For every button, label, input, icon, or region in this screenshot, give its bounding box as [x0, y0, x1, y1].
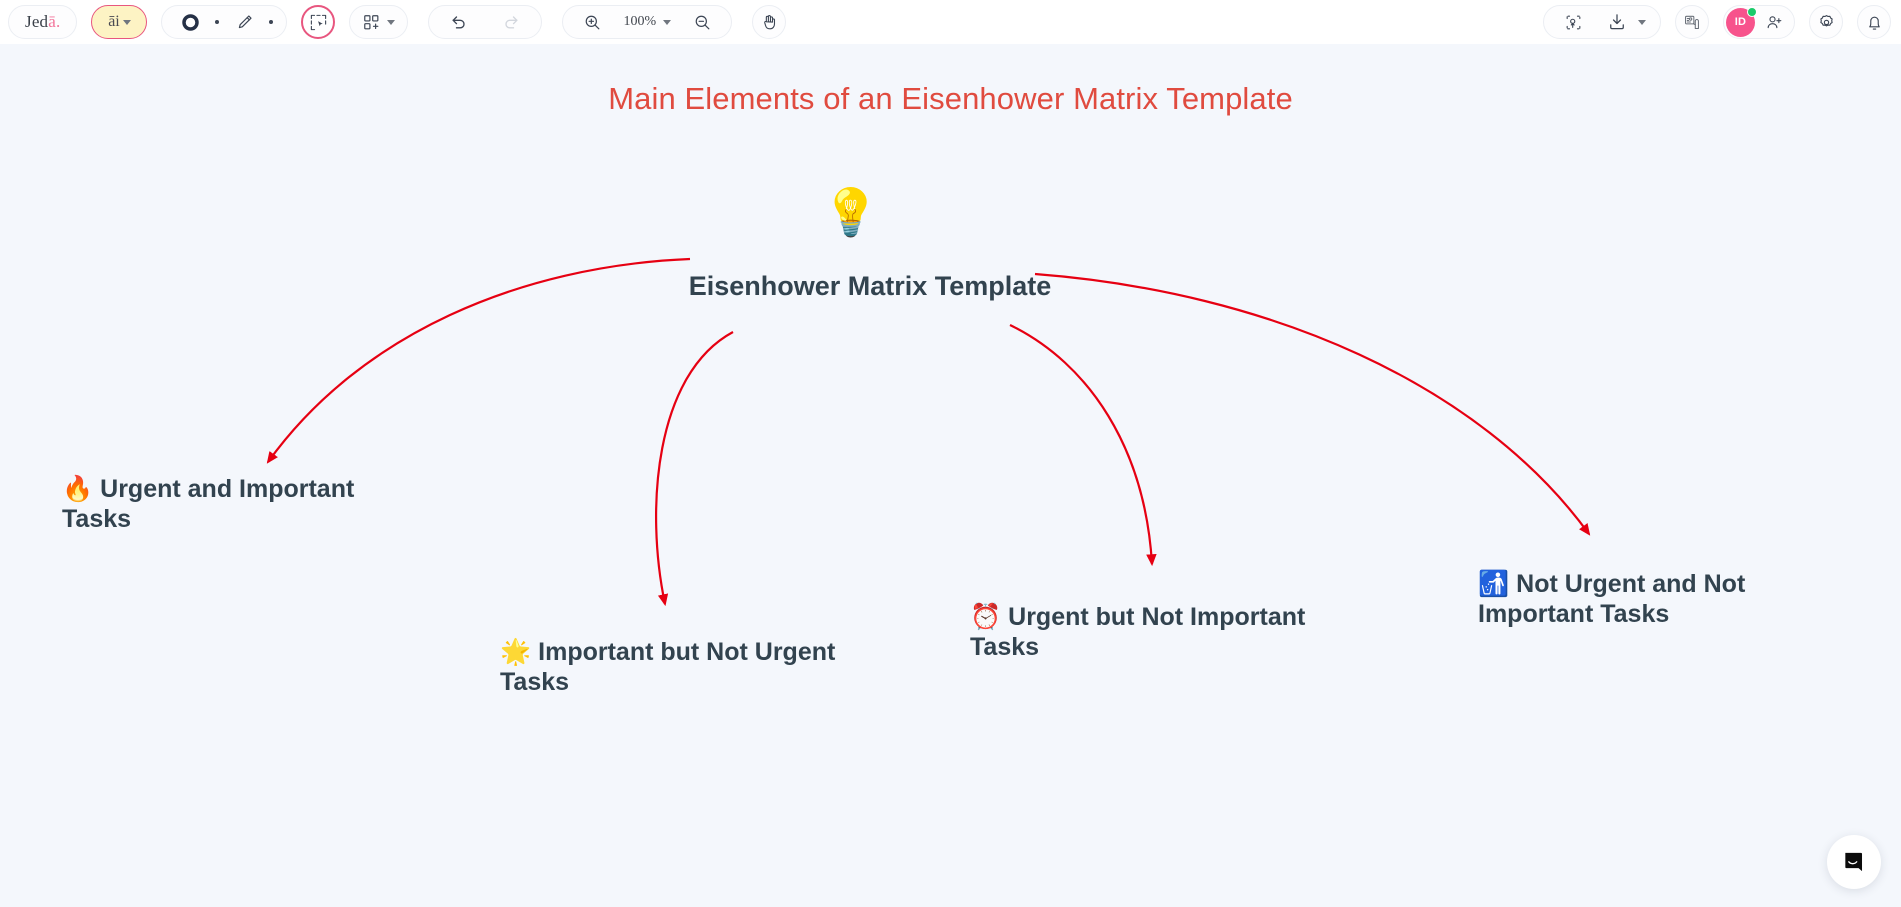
toolbar-left-group: Jedā. āi: [0, 5, 787, 39]
branch-label-1: Urgent and Important Tasks: [62, 475, 355, 533]
download-button[interactable]: [1602, 7, 1632, 37]
toolbar-right-group: ID: [1543, 0, 1891, 44]
chevron-down-icon[interactable]: [663, 19, 672, 25]
circle-shape-icon[interactable]: [175, 7, 205, 37]
lightbulb-icon: 💡: [822, 186, 880, 238]
arrow-to-branch-4: [1034, 272, 1591, 536]
chat-bubble[interactable]: [1827, 835, 1881, 889]
online-status-dot: [1747, 6, 1757, 17]
pen-icon[interactable]: [229, 7, 259, 37]
fire-icon: 🔥: [62, 475, 94, 503]
export-group: [1543, 5, 1661, 39]
star-icon: 🌟: [500, 638, 532, 666]
chevron-down-icon: [122, 19, 131, 25]
zoom-level-label[interactable]: 100%: [623, 14, 657, 29]
zoom-in-button[interactable]: [577, 7, 607, 37]
mindmap-branch-node-4[interactable]: 🚮Not Urgent and Not Important Tasks: [1478, 569, 1808, 629]
branch-label-2: Important but Not Urgent Tasks: [500, 638, 836, 696]
mindmap-branch-node-1[interactable]: 🔥Urgent and Important Tasks: [62, 474, 382, 534]
draw-tools-group: [161, 5, 288, 39]
alarm-clock-icon: ⏰: [970, 603, 1002, 631]
app-logo[interactable]: Jedā.: [8, 5, 78, 39]
whiteboard-canvas[interactable]: Main Elements of an Eisenhower Matrix Te…: [0, 44, 1901, 907]
mindmap-title: Main Elements of an Eisenhower Matrix Te…: [608, 81, 1293, 116]
mindmap-root-node[interactable]: Eisenhower Matrix Template: [688, 271, 1052, 301]
chevron-down-icon[interactable]: [1638, 19, 1646, 25]
settings-button[interactable]: [1809, 5, 1843, 39]
arrow-to-branch-3: [1009, 324, 1157, 567]
ai-assistant-label: āi: [108, 13, 120, 30]
mindmap-branch-node-3[interactable]: ⏰Urgent but Not Important Tasks: [970, 602, 1310, 662]
shape-options-dot-icon[interactable]: [215, 20, 220, 24]
top-toolbar: Jedā. āi: [0, 0, 1901, 44]
zoom-group: 100%: [562, 5, 733, 39]
avatar-initials: ID: [1734, 16, 1747, 28]
zoom-out-button[interactable]: [687, 7, 717, 37]
arrow-to-branch-2: [654, 331, 734, 607]
branch-label-3: Urgent but Not Important Tasks: [970, 603, 1306, 661]
select-tool[interactable]: [301, 5, 336, 39]
chat-icon: [1845, 852, 1863, 872]
undo-button[interactable]: [444, 7, 474, 37]
present-button[interactable]: [1675, 5, 1709, 39]
ai-assistant-button[interactable]: āi: [91, 5, 148, 39]
templates-button[interactable]: [349, 5, 409, 39]
arrow-to-branch-1: [266, 257, 691, 464]
pen-options-dot-icon[interactable]: [269, 20, 274, 24]
history-group: [428, 5, 543, 39]
chevron-down-icon: [387, 19, 396, 25]
avatar[interactable]: ID: [1726, 6, 1757, 37]
app-logo-label: Jedā.: [25, 12, 61, 31]
collaborators-group: ID: [1723, 5, 1795, 39]
branch-label-4: Not Urgent and Not Important Tasks: [1478, 570, 1746, 628]
add-person-icon[interactable]: [1762, 10, 1786, 34]
mindmap-branch-node-2[interactable]: 🌟Important but Not Urgent Tasks: [500, 637, 840, 697]
litter-bin-icon: 🚮: [1478, 570, 1510, 598]
pan-tool[interactable]: [752, 5, 787, 39]
snapshot-icon[interactable]: [1558, 7, 1588, 37]
notifications-button[interactable]: [1857, 5, 1891, 39]
redo-button[interactable]: [496, 7, 526, 37]
